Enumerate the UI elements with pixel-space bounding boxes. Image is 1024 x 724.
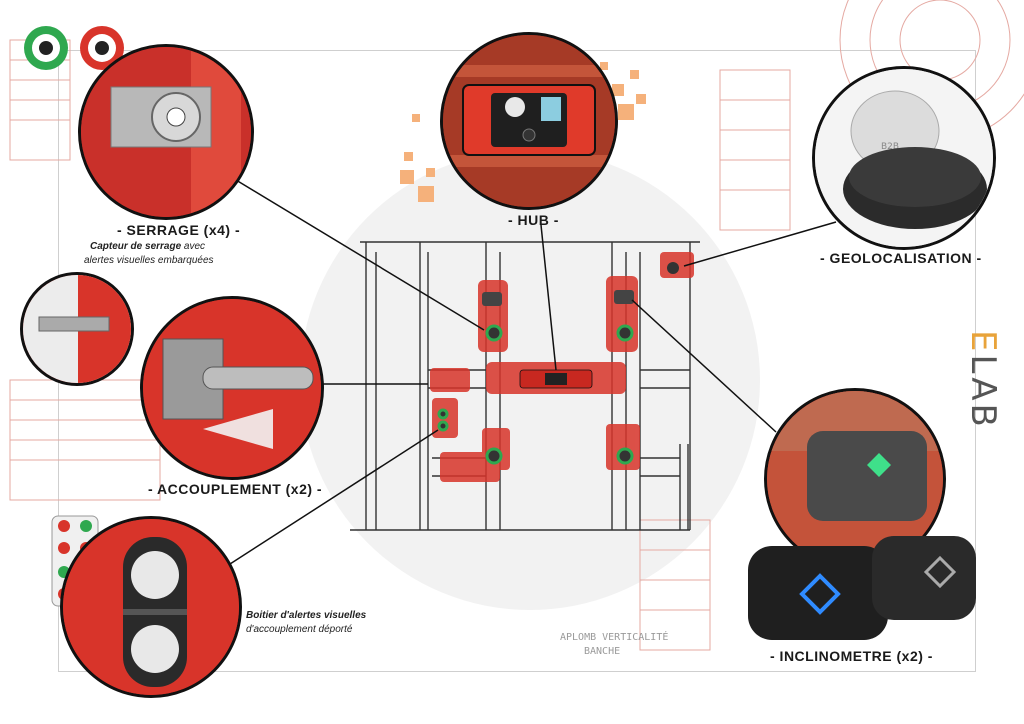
green-status-icon — [22, 24, 70, 72]
serrage-description: Capteur de serrage avec — [90, 241, 205, 252]
accouplement-photo — [140, 296, 324, 480]
boitier-photo — [60, 516, 242, 698]
serrage-description-line2: alertes visuelles embarquées — [84, 255, 214, 266]
elab-logo: ELAB — [963, 330, 1023, 440]
geolocalisation-photo: B2B — [812, 66, 996, 250]
boitier-description: Boitier d'alertes visuelles — [246, 610, 366, 621]
geo-tag-mini — [667, 262, 679, 274]
hub-label: - HUB - — [508, 212, 559, 228]
boitier-description-line2: d'accouplement déporté — [246, 624, 353, 635]
sketch-note-2: BANCHE — [584, 646, 621, 657]
elab-logo-rest: LAB — [963, 354, 1003, 430]
geo-tag-text: B2B — [881, 142, 899, 152]
sketch-note-1: APLOMB VERTICALITÉ — [560, 632, 669, 643]
serrage-photo — [78, 44, 254, 220]
leader-lines — [229, 179, 837, 565]
inclinometre-label: - INCLINOMETRE (x2) - — [770, 648, 933, 664]
serrage-label: - SERRAGE (x4) - — [117, 222, 241, 238]
pin-detail-photo — [20, 272, 134, 386]
serrage-description-bold: Capteur de serrage — [90, 241, 182, 252]
red-hatches — [430, 252, 694, 482]
inclinometer-mini — [482, 290, 634, 306]
inclinometre-devices — [742, 528, 982, 648]
serrage-description-rest: avec — [181, 241, 206, 252]
boitier-description-line1: Boitier d'alertes visuelles — [246, 610, 367, 621]
elab-logo-e: E — [963, 330, 1003, 355]
hub-squares — [400, 62, 646, 202]
hub-device-mini — [519, 369, 593, 389]
hub-photo — [440, 32, 618, 210]
formwork-drawing — [350, 241, 700, 531]
accouplement-label: - ACCOUPLEMENT (x2) - — [148, 481, 323, 497]
geolocalisation-label: - GEOLOCALISATION - — [820, 250, 982, 266]
sensor-rings — [437, 324, 634, 465]
